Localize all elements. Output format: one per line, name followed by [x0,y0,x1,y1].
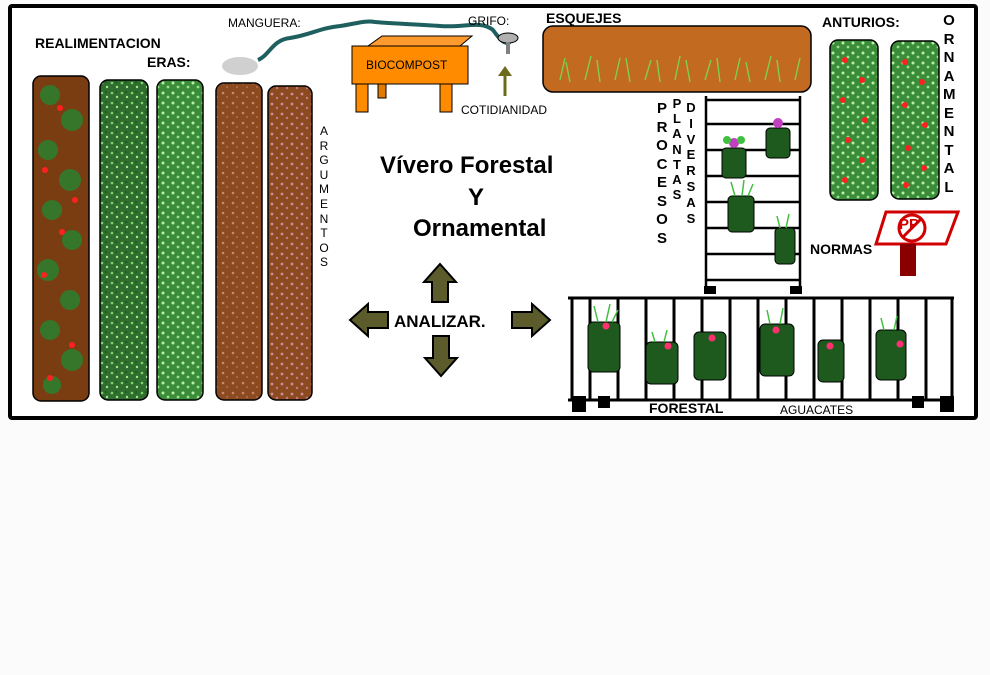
forestal-pots [587,303,907,385]
normas-sign-icon [873,210,961,276]
esquejes-tray [542,25,812,93]
title-line-1: Vívero Forestal [380,152,554,179]
normas-label: NORMAS [810,241,873,257]
title-line-3: Ornamental [413,215,547,242]
shelf-pots [704,118,802,294]
arrow-right-icon [511,301,552,339]
arrow-left-icon [348,301,389,339]
faucet-icon [497,32,519,54]
aguacates-label: AGUACATES [780,403,854,417]
ornamental-vertical-label: O R N A M E N T A L [943,12,956,196]
sign-text: PP [899,216,920,233]
bed-3 [156,79,204,401]
eras-label: ERAS: [147,54,191,70]
anturios-bed-1 [829,39,879,201]
biocompost-table [351,35,474,113]
cotidianidad-arrow-icon [498,66,512,96]
analizar-label: ANALIZAR. [394,312,486,331]
title-line-2: Y [468,184,485,211]
realimentacion-label: REALIMENTACION [35,35,161,51]
plantas-vertical-label: P L A N T A S [672,96,682,203]
argumentos-vertical-label: A R G U M E N T O S [319,124,329,270]
bed-4 [215,82,263,401]
grifo-label: GRIFO: [468,14,510,28]
biocompost-label: BIOCOMPOST [366,58,448,72]
forestal-label: FORESTAL [649,400,724,416]
bed-1 [32,75,90,402]
vertical-shelf [704,96,802,292]
procesos-vertical-label: P R O C E S O S [656,100,668,247]
anturios-label: ANTURIOS: [822,14,900,30]
bed-2 [99,79,149,401]
diversas-vertical-label: D I V E R S A S [686,100,696,226]
hose [222,19,512,75]
cotidianidad-label: COTIDIANIDAD [461,103,548,117]
forestal-rack-feet [572,396,954,412]
arrow-down-icon [422,335,460,378]
anturios-bed-2 [890,40,940,200]
esquejes-label: ESQUEJES [546,10,622,26]
manguera-label: MANGUERA: [228,16,301,30]
bed-5 [267,85,313,401]
arrow-up-icon [421,262,459,303]
